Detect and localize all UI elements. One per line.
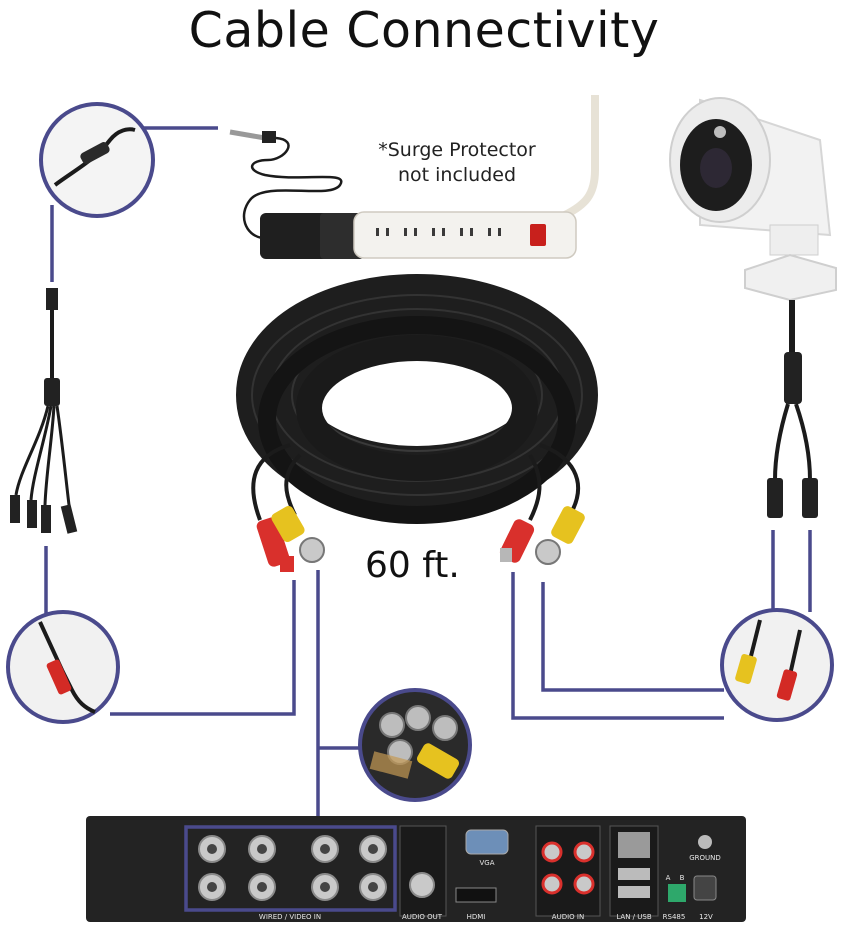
coil-right-connectors	[499, 443, 585, 565]
video-in-label: WIRED / VIDEO IN	[259, 913, 321, 921]
ground-label: GROUND	[689, 854, 721, 862]
vga-label: VGA	[479, 859, 494, 867]
audio-out-label: AUDIO OUT	[402, 913, 443, 921]
power-label: 12V	[699, 913, 713, 921]
lan-usb-label: LAN / USB	[616, 913, 651, 921]
bnc-port-zoom-circle	[358, 688, 472, 802]
port-a-label: A	[666, 874, 671, 882]
surge-note-line2: not included	[397, 164, 517, 186]
audio-in-label: AUDIO IN	[552, 913, 584, 921]
dc-splitter-zoom-circle	[39, 102, 155, 218]
bullet-camera	[669, 97, 837, 518]
camera-connector-zoom-circle	[720, 608, 834, 722]
power-splitter-cable	[10, 288, 78, 534]
cable-length-label: 60 ft.	[365, 545, 460, 586]
dc-connector-zoom-circle	[6, 610, 120, 724]
siamese-cable-coil	[236, 274, 598, 524]
rs485-label: RS485	[663, 913, 686, 921]
hdmi-label: HDMI	[467, 913, 486, 921]
surge-protector-note: *Surge Protector not included	[362, 138, 552, 188]
port-b-label: B	[680, 874, 685, 882]
page-title: Cable Connectivity	[188, 2, 660, 59]
coil-left-connectors	[251, 443, 325, 572]
surge-protector	[353, 95, 599, 259]
surge-note-line1: *Surge Protector	[378, 139, 536, 161]
dvr-back-panel: WIRED / VIDEO IN AUDIO OUT VGA HDMI AUDI…	[86, 816, 746, 922]
power-adapter	[229, 129, 364, 259]
